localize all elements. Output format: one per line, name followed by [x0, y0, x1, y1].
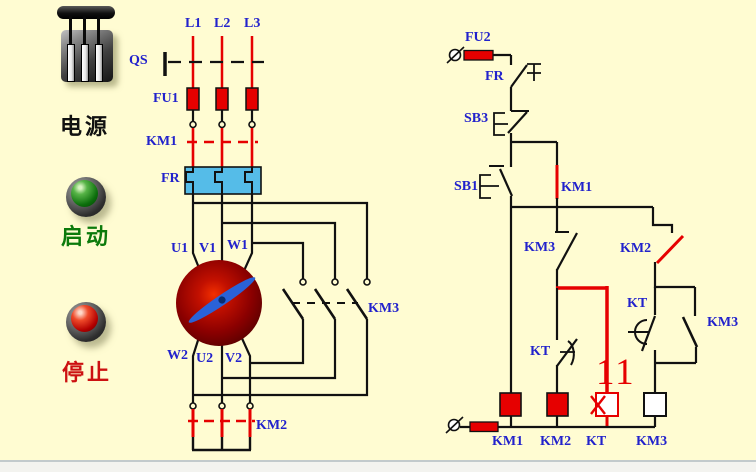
km2-no-contact [651, 207, 685, 288]
fu1-fuse-symbols [186, 87, 259, 111]
knife-switch-cap [57, 6, 115, 19]
qs-isolator-symbol[interactable] [163, 52, 264, 76]
kt-coil-x-mark [590, 395, 606, 415]
stop-button[interactable] [66, 302, 106, 342]
label-km1-main: KM1 [146, 134, 178, 149]
label-km2-contact: KM2 [620, 241, 652, 256]
label-fr-control: FR [485, 69, 504, 84]
timer-countdown: 11 [596, 352, 636, 393]
label-l2: L2 [214, 16, 231, 31]
label-fu2: FU2 [465, 30, 491, 45]
label-qs: QS [129, 53, 148, 68]
label-w2: W2 [167, 348, 188, 363]
label-km2-main: KM2 [256, 418, 288, 433]
stop-button-dome[interactable] [71, 305, 98, 332]
motor-feed-wires [191, 194, 369, 279]
power-label: 电源 [60, 114, 111, 139]
knife-switch-blade [81, 44, 89, 82]
label-km1-coil: KM1 [492, 434, 524, 449]
label-w1: W1 [227, 238, 248, 253]
control-bottom-bus [445, 416, 655, 434]
km1-main-contacts [187, 110, 258, 167]
label-fr-main: FR [161, 171, 180, 186]
label-fu1: FU1 [153, 91, 179, 106]
label-v1: V1 [199, 241, 217, 256]
label-km3-interlock: KM3 [524, 240, 556, 255]
fr-thermal-relay-symbol [184, 166, 262, 195]
knife-switch-blade [95, 44, 103, 82]
kt-nc-delay-contact [555, 288, 578, 393]
label-l3: L3 [244, 16, 261, 31]
kt-no-delay-contact [628, 285, 695, 393]
label-u2: U2 [196, 351, 214, 366]
window-bottom-edge [0, 460, 756, 472]
label-kt-nc: KT [530, 344, 551, 359]
fr-nc-contact-symbol [509, 63, 541, 111]
knife-switch-blade [67, 44, 75, 82]
label-sb1: SB1 [454, 179, 479, 194]
label-km3-parallel: KM3 [707, 315, 739, 330]
label-sb3: SB3 [464, 111, 489, 126]
propeller-icon [188, 277, 256, 323]
km2-coil [546, 392, 569, 417]
km3-coil [643, 392, 667, 417]
label-l1: L1 [185, 16, 202, 31]
start-button-dome[interactable] [71, 180, 98, 207]
knife-switch-stem [69, 16, 72, 48]
fu2-fuse-symbol [446, 46, 513, 65]
km1-coil [499, 392, 522, 417]
km3-interlock-nc-contact [555, 231, 578, 288]
sb3-stop-button-symbol[interactable] [493, 110, 529, 167]
kt-energized-branch [556, 286, 609, 428]
label-km3-main: KM3 [368, 301, 400, 316]
label-kt-no: KT [627, 296, 648, 311]
label-kt-coil: KT [586, 434, 607, 449]
label-km2-coil: KM2 [540, 434, 572, 449]
knife-switch-icon[interactable] [55, 4, 127, 99]
label-km1-latch: KM1 [561, 180, 593, 195]
motor-symbol [176, 260, 262, 346]
start-label: 启动 [61, 224, 112, 249]
label-v2: V2 [225, 351, 243, 366]
control-bus-wires [509, 205, 653, 393]
coil-symbols [499, 392, 667, 427]
label-u1: U1 [171, 241, 189, 256]
knife-switch-stem [97, 16, 100, 48]
start-button[interactable] [66, 177, 106, 217]
knife-switch-stem [83, 16, 86, 48]
label-km3-coil: KM3 [636, 434, 668, 449]
km1-latch-contact [511, 140, 559, 208]
km2-star-contacts [188, 402, 255, 452]
km3-parallel-contact [655, 287, 699, 365]
bottom-fuse-symbol [469, 421, 499, 433]
stop-label: 停止 [62, 360, 113, 385]
sb1-start-button-symbol[interactable] [479, 165, 514, 207]
